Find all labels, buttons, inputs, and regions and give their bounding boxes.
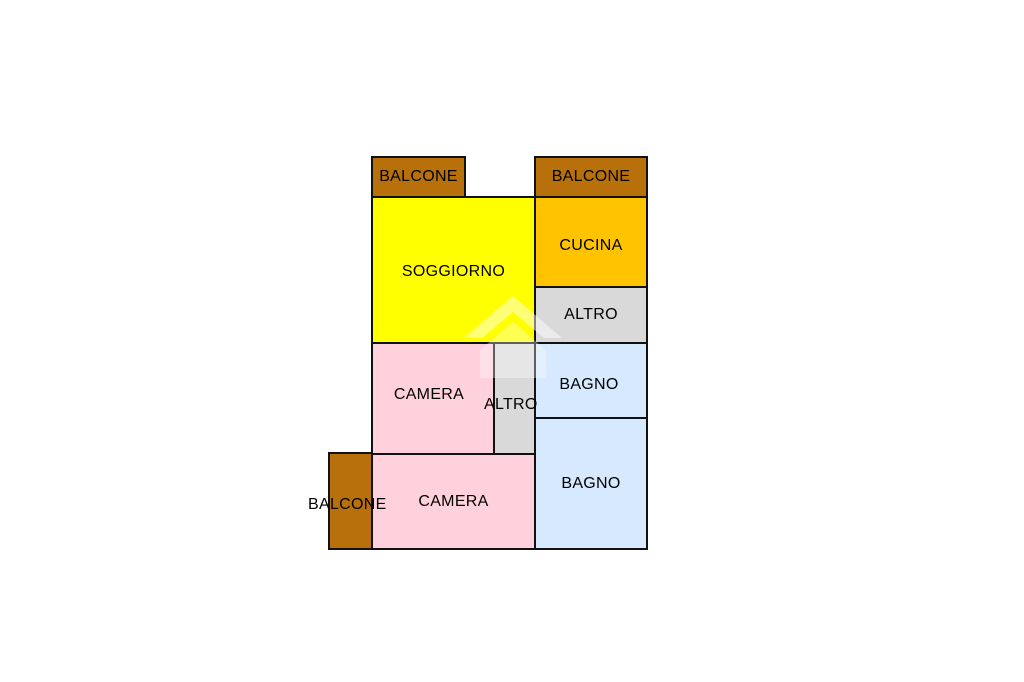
- room-label-balcone: BALCONE: [308, 496, 387, 513]
- room-soggiorno: SOGGIORNO: [371, 196, 536, 344]
- room-label-bagno: BAGNO: [561, 474, 621, 492]
- room-balcone-top-left: BALCONE: [371, 156, 466, 198]
- room-label-camera: CAMERA: [418, 492, 489, 510]
- room-camera-lower: CAMERA: [371, 453, 536, 550]
- room-label-bagno: BAGNO: [559, 375, 619, 393]
- room-altro-center: ALTRO: [484, 342, 537, 455]
- room-label-camera: CAMERA: [393, 385, 465, 403]
- room-label-altro: ALTRO: [564, 306, 618, 323]
- room-label-altro: ALTRO: [484, 396, 538, 413]
- room-camera-upper: CAMERA: [371, 342, 495, 455]
- room-label-balcone: BALCONE: [379, 168, 458, 185]
- room-label-balcone: BALCONE: [551, 168, 631, 185]
- room-label-cucina: CUCINA: [559, 237, 623, 254]
- room-bagno-upper: BAGNO: [534, 342, 648, 419]
- room-balcone-top-right: BALCONE: [534, 156, 648, 198]
- room-cucina: CUCINA: [534, 196, 648, 288]
- room-label-soggiorno: SOGGIORNO: [401, 263, 506, 280]
- room-balcone-left: BALCONE: [308, 452, 386, 550]
- room-bagno-lower: BAGNO: [534, 417, 648, 550]
- room-altro-right: ALTRO: [534, 286, 648, 344]
